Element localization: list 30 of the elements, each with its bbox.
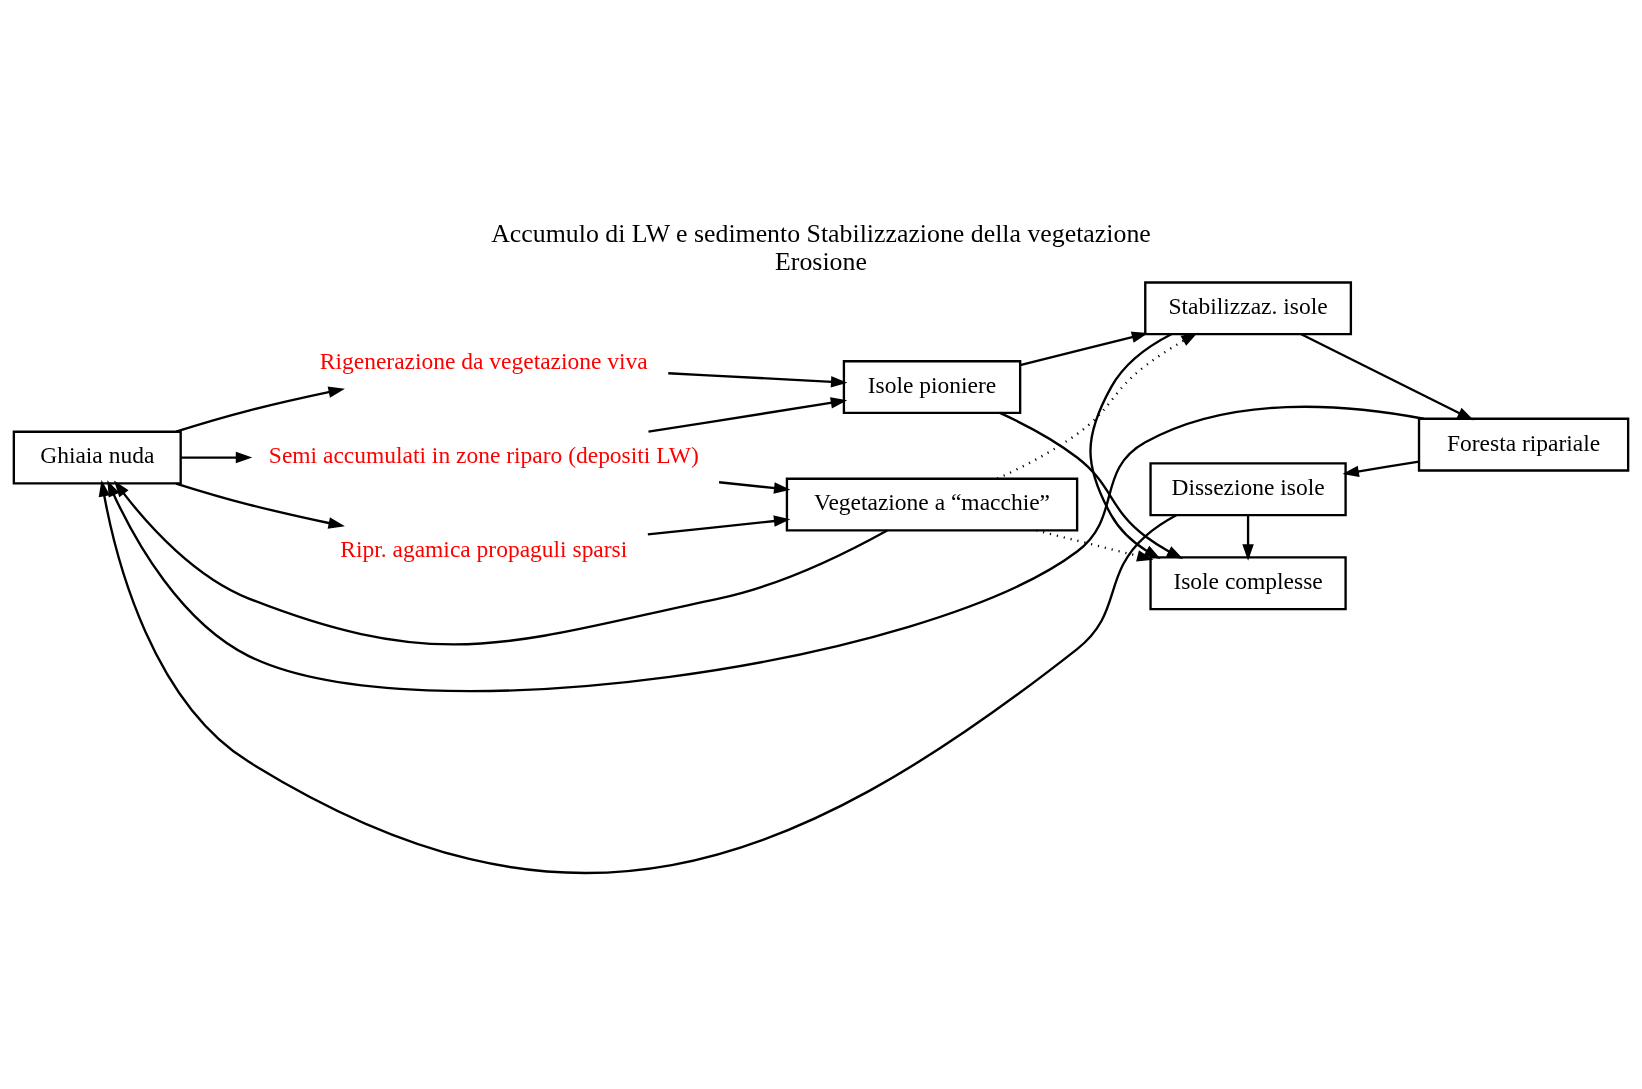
arrow — [648, 396, 848, 433]
arrow — [1036, 528, 1154, 561]
arrow — [996, 332, 1198, 480]
node-box: Isole complesse — [1149, 555, 1347, 610]
diagram-title: Accumulo di LW e sedimento Stabilizzazione della vegetazione — [491, 218, 1151, 248]
arrow — [1089, 332, 1172, 559]
node-text: Rigenerazione da vegetazione viva — [319, 347, 648, 374]
arrow — [668, 371, 848, 388]
arrow — [718, 480, 791, 494]
arrow — [180, 451, 253, 463]
arrow — [114, 480, 888, 645]
node-box: Dissezione isole — [1149, 461, 1347, 516]
arrow — [175, 481, 345, 529]
node-box: Ghiaia nuda — [12, 430, 182, 485]
node-text: Ripr. agamica propaguli sparsi — [340, 535, 628, 562]
arrow — [647, 514, 791, 536]
node-box: Stabilizzaz. isole — [1144, 280, 1353, 335]
arrow — [175, 385, 345, 433]
node-box: Isole pioniere — [842, 359, 1022, 414]
arrow — [1242, 514, 1254, 561]
arrow — [107, 405, 1424, 692]
arrow — [98, 479, 1177, 874]
node-box: Foresta ripariale — [1417, 417, 1630, 472]
arrow — [1300, 332, 1474, 420]
node-text: Semi accumulati in zone riparo (depositi LW) — [268, 441, 699, 468]
arrow — [1342, 459, 1420, 477]
node-box: Vegetazione a “macchie” — [785, 477, 1079, 532]
arrow — [999, 411, 1184, 559]
caption: Erosione — [775, 246, 867, 276]
arrow — [1019, 331, 1149, 366]
